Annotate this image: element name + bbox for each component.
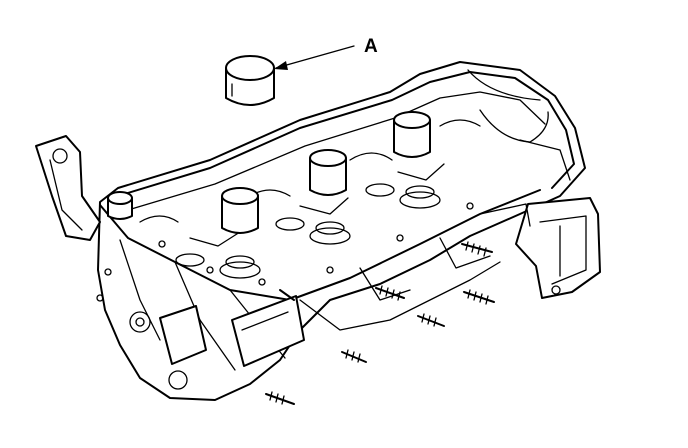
stud [341,349,367,363]
stud [461,241,493,257]
installed-tappet-small [107,191,133,220]
cylinder-head-casting [96,61,586,401]
leader-arrowhead-a [274,61,288,70]
stud [279,289,295,301]
leader-line-a [275,45,355,69]
installed-tappet [309,149,347,196]
tappet-part-a [225,55,275,106]
installed-tappet [393,111,431,158]
callout-a: A [225,36,378,106]
rear-bracket-right [479,197,601,299]
installed-tappet [221,187,259,234]
lifting-bracket-left [35,135,101,241]
installed-tappets [107,111,431,234]
stud [463,289,495,305]
stud [417,313,445,327]
stud [375,285,405,301]
studs [265,241,495,405]
stud [265,391,295,405]
callout-label-a: A [364,36,378,57]
